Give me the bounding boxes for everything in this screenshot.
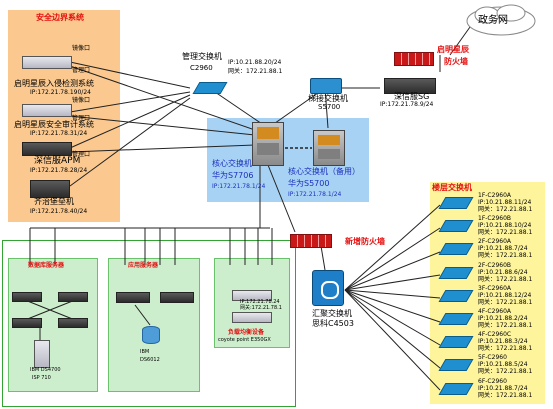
floor-switch-ip: IP:10.21.88.5/24 — [478, 361, 528, 368]
mgmt-switch-gw: 网关：172.21.88.1 — [228, 68, 283, 75]
port-label-mgmt-2: 管理口 — [72, 115, 91, 122]
security-device-1-ip: IP:172.21.78.190/24 — [30, 89, 91, 96]
port-label-mirror: 镜像口 — [72, 45, 91, 52]
floor-zone-title: 楼层交换机 — [432, 183, 472, 192]
app-server-group — [108, 258, 200, 392]
floor-switch-name: 6F-C2960 — [478, 378, 507, 385]
security-device-2-name: 启明星辰安全审计系统 — [14, 120, 94, 129]
lb-model-label: coyote point E350GX — [218, 337, 271, 343]
app-group-title: 应用服务器 — [128, 262, 159, 269]
floor-switch-name: 3F-C2960A — [478, 285, 511, 292]
new-firewall-icon — [290, 234, 332, 248]
app-storage-label-2: DS6012 — [140, 357, 160, 363]
floor-switch-name: 4F-C2960A — [478, 308, 511, 315]
floor-switch-ip: IP:10.21.88.3/24 — [478, 338, 528, 345]
floor-switch-ip: IP:10.21.88.10/24 — [478, 222, 532, 229]
db-server-4-icon — [58, 318, 88, 328]
top-firewall-label-2: 防火墙 — [444, 57, 468, 66]
core-switch-1-title: 核心交换机 — [212, 159, 252, 168]
security-device-1-name: 启明星辰入侵检测系统 — [14, 79, 94, 88]
floor-switch-gw: 网关：172.21.88.1 — [478, 322, 533, 329]
mgmt-switch-title: 管理交换机 — [182, 52, 222, 61]
lb-device-2-icon — [232, 312, 272, 323]
core-switch-2-ip: IP:172.21.78.1/24 — [288, 191, 342, 198]
core-switch-1-ip: IP:172.21.78.1/24 — [212, 183, 266, 190]
mgmt-switch-model: C2960 — [190, 64, 213, 72]
agg-switch-icon — [312, 270, 344, 306]
floor-switch-name: 4F-C2960C — [478, 331, 512, 338]
floor-switch-name: 1F-C2960A — [478, 192, 511, 199]
ids-device-icon — [22, 56, 72, 69]
sangfor-sg-icon — [384, 78, 436, 94]
floor-switch-ip: IP:10.21.88.11/24 — [478, 199, 532, 206]
floor-switch-gw: 网关：172.21.88.1 — [478, 345, 533, 352]
port-label-mirror-2: 镜像口 — [72, 97, 91, 104]
db-storage-icon — [34, 340, 50, 368]
lb-ip-label: IP:172.21.78.24 — [240, 299, 280, 305]
port-label-mgmt-3: 管理口 — [72, 151, 91, 158]
border-switch-title: 梯接交换机 — [308, 94, 348, 103]
app-server-2-icon — [160, 292, 194, 303]
floor-switch-name: 5F-C2960 — [478, 354, 507, 361]
db-storage-label: IBM DS4700 — [30, 367, 61, 373]
sangfor-sg-ip: IP:172.21.78.9/24 — [380, 101, 434, 108]
floor-switch-ip: IP:10.21.88.7/24 — [478, 245, 528, 252]
floor-switch-ip: IP:10.21.88.12/24 — [478, 292, 532, 299]
floor-switch-gw: 网关：172.21.88.1 — [478, 392, 533, 399]
db-storage-label-2: ISP 710 — [32, 375, 51, 381]
db-server-2-icon — [58, 292, 88, 302]
core-switch-1-model: 华为S7706 — [212, 171, 254, 180]
floor-switch-name: 2F-C2960B — [478, 262, 512, 269]
security-device-3-ip: IP:172.21.78.28/24 — [30, 167, 88, 174]
core-switch-2-model: 华为S5700 — [288, 179, 330, 188]
floor-switch-gw: 网关：172.21.88.1 — [478, 206, 533, 213]
floor-switch-name: 2F-C2960A — [478, 238, 511, 245]
core-switch-2-title: 核心交换机（备用） — [288, 167, 360, 176]
mgmt-switch-ip: IP:10.21.88.20/24 — [228, 59, 282, 66]
floor-switch-gw: 网关：172.21.88.1 — [478, 252, 533, 259]
app-storage-icon — [142, 326, 160, 344]
lb-group-title: 负载均衡设备 — [228, 329, 265, 336]
lb-device-1-icon — [232, 290, 272, 301]
border-switch-icon — [310, 78, 342, 94]
floor-switch-gw: 网关：172.21.88.1 — [478, 229, 533, 236]
border-switch-model: S5700 — [318, 103, 341, 111]
load-balancer-group — [214, 258, 290, 348]
security-device-4-name: 齐治堡垒机 — [34, 197, 74, 206]
core-switch-2-icon — [313, 130, 345, 166]
cloud-icon — [466, 4, 536, 36]
db-server-1-icon — [12, 292, 42, 302]
bastion-device-icon — [30, 180, 70, 198]
new-firewall-label: 新增防火墙 — [345, 237, 385, 246]
core-switch-1-icon — [252, 122, 284, 166]
top-firewall-label-1: 启明星辰 — [437, 45, 469, 54]
audit-device-icon — [22, 104, 72, 117]
agg-switch-model: 思科C4503 — [312, 319, 354, 328]
floor-switch-name: 1F-C2960B — [478, 215, 512, 222]
app-storage-label: IBM — [140, 349, 150, 355]
security-device-4-ip: IP:172.21.78.40/24 — [30, 208, 88, 215]
floor-switch-ip: IP:10.21.88.7/24 — [478, 385, 528, 392]
floor-switch-gw: 网关：172.21.88.1 — [478, 368, 533, 375]
sangfor-sg-title: 深信服SG — [394, 92, 430, 101]
floor-switch-gw: 网关：172.21.88.1 — [478, 299, 533, 306]
db-server-3-icon — [12, 318, 42, 328]
security-zone-title: 安全边界系统 — [36, 13, 84, 22]
floor-switch-ip: IP:10.21.88.6/24 — [478, 269, 528, 276]
db-group-title: 数据库服务器 — [28, 262, 65, 269]
agg-switch-title: 汇聚交换机 — [312, 309, 352, 318]
apm-device-icon — [22, 142, 72, 156]
top-firewall-icon — [394, 52, 434, 66]
floor-switch-gw: 网关：172.21.88.1 — [478, 276, 533, 283]
app-server-1-icon — [116, 292, 150, 303]
security-device-2-ip: IP:172.21.78.31/24 — [30, 130, 88, 137]
lb-gw-label: 网关:172.21.78.1 — [240, 305, 282, 311]
security-device-3-name: 深信服APM — [34, 156, 81, 166]
internet-label: 政务网 — [478, 15, 508, 26]
port-label-mgmt-1: 管理口 — [72, 67, 91, 74]
floor-switch-ip: IP:10.21.88.2/24 — [478, 315, 528, 322]
